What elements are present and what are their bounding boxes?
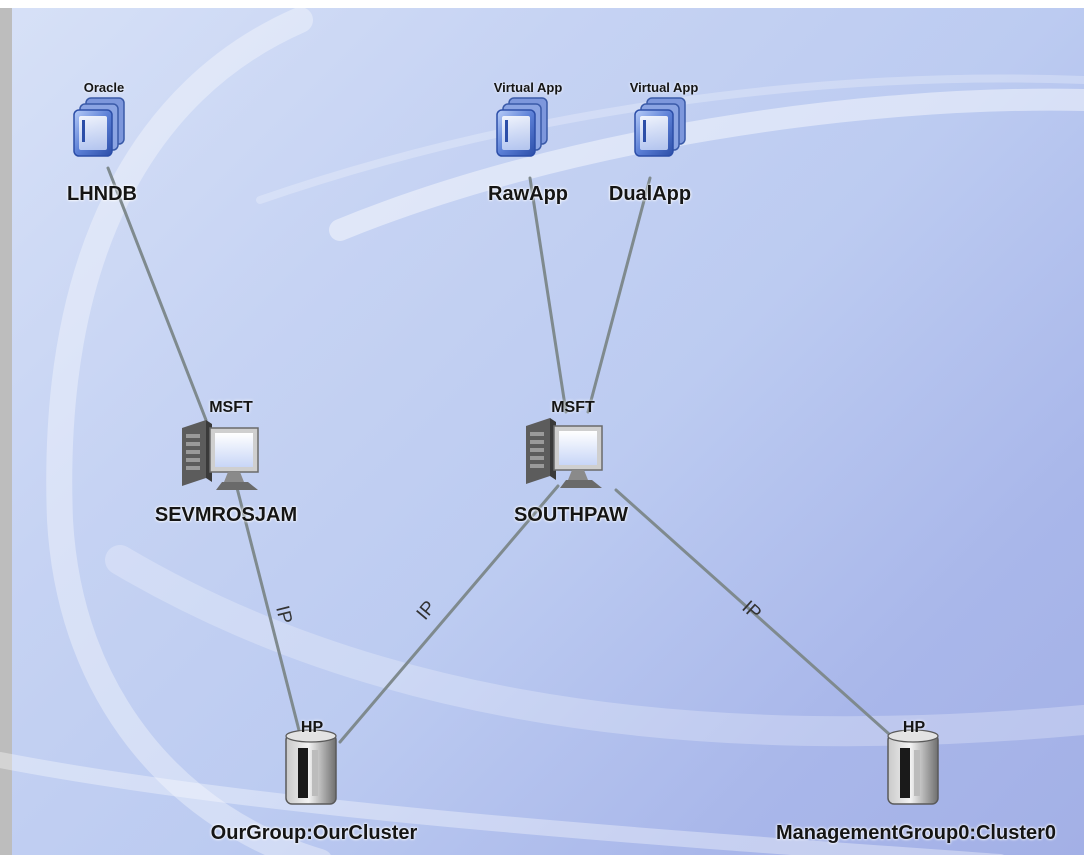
- edge-dualapp-southpaw: [586, 176, 652, 414]
- edge-sevmrosjam-ourcluster: [234, 482, 304, 744]
- bottom-edge-border: [0, 855, 1084, 862]
- app-stack-icon[interactable]: [73, 97, 125, 157]
- node-badge-rawapp: Virtual App: [493, 80, 563, 95]
- edges: [106, 166, 900, 744]
- node-label-southpaw[interactable]: SOUTHPAW: [513, 504, 629, 526]
- top-edge-border: [0, 0, 1084, 8]
- app-stack-icon[interactable]: [634, 97, 686, 157]
- node-badge-ourcluster: HP: [300, 719, 324, 736]
- node-label-ourcluster[interactable]: OurGroup:OurCluster: [210, 822, 418, 844]
- node-badge-mgmtcluster: HP: [902, 719, 926, 736]
- server-workstation-icon[interactable]: [181, 419, 259, 491]
- node-label-sevmrosjam[interactable]: SEVMROSJAM: [154, 504, 298, 526]
- edge-rawapp-southpaw: [528, 176, 568, 414]
- server-workstation-icon[interactable]: [525, 417, 603, 489]
- node-badge-sevmrosjam: MSFT: [209, 399, 253, 416]
- node-label-lhndb[interactable]: LHNDB: [67, 183, 137, 205]
- edge-southpaw-ourcluster: [338, 484, 560, 744]
- node-badge-dualapp: Virtual App: [629, 80, 699, 95]
- node-badge-lhndb: Oracle: [83, 80, 125, 95]
- node-label-mgmtcluster[interactable]: ManagementGroup0:Cluster0: [775, 822, 1057, 844]
- edge-southpaw-mgmtcluster: [614, 488, 900, 744]
- node-badge-southpaw: MSFT: [551, 399, 595, 416]
- storage-cluster-icon[interactable]: [285, 729, 337, 805]
- node-label-rawapp[interactable]: RawApp: [488, 183, 568, 205]
- left-edge-border: [0, 0, 12, 862]
- edge-lhndb-sevmrosjam: [106, 166, 208, 422]
- app-stack-icon[interactable]: [496, 97, 548, 157]
- node-label-dualapp[interactable]: DualApp: [608, 183, 692, 205]
- storage-cluster-icon[interactable]: [887, 729, 939, 805]
